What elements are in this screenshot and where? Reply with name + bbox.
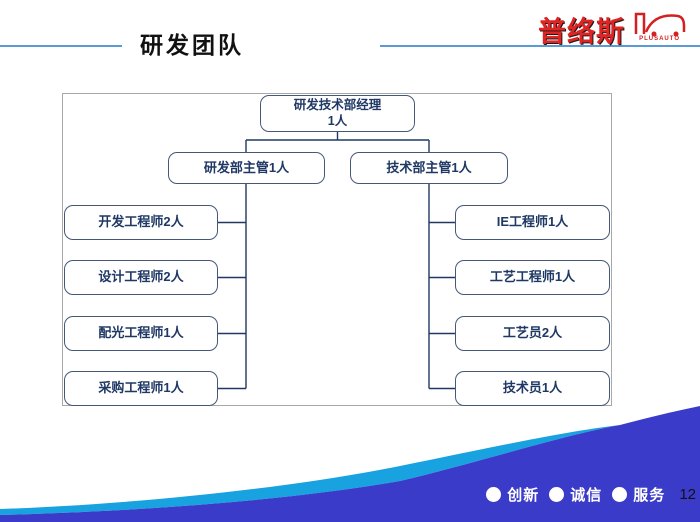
page-number: 12 — [679, 486, 696, 503]
org-node-root: 研发技术部经理 1人 — [260, 95, 415, 132]
org-node: 设计工程师2人 — [64, 260, 218, 295]
org-node-label: 技术部主管1人 — [386, 159, 472, 175]
footer-value-item: 创新 — [486, 484, 539, 505]
org-node: 配光工程师1人 — [64, 316, 218, 351]
org-node-label: 工艺员2人 — [502, 325, 563, 341]
brand-tagline: PLUSAUTO — [639, 36, 680, 42]
org-node-label: 配光工程师1人 — [98, 325, 184, 341]
org-node-label: 开发工程师2人 — [98, 214, 184, 230]
org-chart-frame — [62, 93, 612, 406]
org-node-label: IE工程师1人 — [496, 214, 569, 230]
footer-value-label: 服务 — [633, 487, 666, 504]
org-node: 开发工程师2人 — [64, 205, 218, 240]
org-node-root-title: 研发技术部经理 — [293, 97, 382, 112]
footer-value-item: 诚信 — [549, 484, 602, 505]
org-node-label: 技术员1人 — [502, 380, 563, 396]
bullet-circle-icon — [612, 487, 628, 502]
page-title-text: 研发团队 — [140, 32, 244, 58]
footer-value-label: 诚信 — [570, 487, 603, 504]
footer-values-bar: 创新 诚信 服务 12 — [486, 484, 696, 505]
footer-value-item: 服务 — [612, 484, 665, 505]
org-node-label: 研发部主管1人 — [203, 159, 290, 175]
org-node-label: 工艺工程师1人 — [489, 269, 576, 285]
bullet-circle-icon — [486, 487, 502, 502]
page-title: 研发团队 — [122, 24, 380, 62]
org-node: 工艺工程师1人 — [455, 260, 610, 295]
brand-text: 普络斯 — [538, 16, 626, 47]
bullet-circle-icon — [549, 487, 565, 502]
org-node: 采购工程师1人 — [64, 371, 218, 406]
footer-value-label: 创新 — [507, 487, 540, 504]
org-node-manager-rd: 研发部主管1人 — [168, 152, 325, 184]
org-node: 技术员1人 — [455, 371, 610, 406]
org-node: 工艺员2人 — [455, 316, 610, 351]
brand-logo: 普络斯 PLUSAUTO — [538, 8, 688, 48]
org-node-label: 设计工程师2人 — [98, 269, 184, 285]
org-node: IE工程师1人 — [455, 205, 610, 240]
org-node-manager-tech: 技术部主管1人 — [350, 152, 508, 184]
truck-icon — [634, 8, 686, 43]
org-node-root-count: 1人 — [327, 113, 348, 128]
org-node-label: 采购工程师1人 — [98, 380, 184, 396]
